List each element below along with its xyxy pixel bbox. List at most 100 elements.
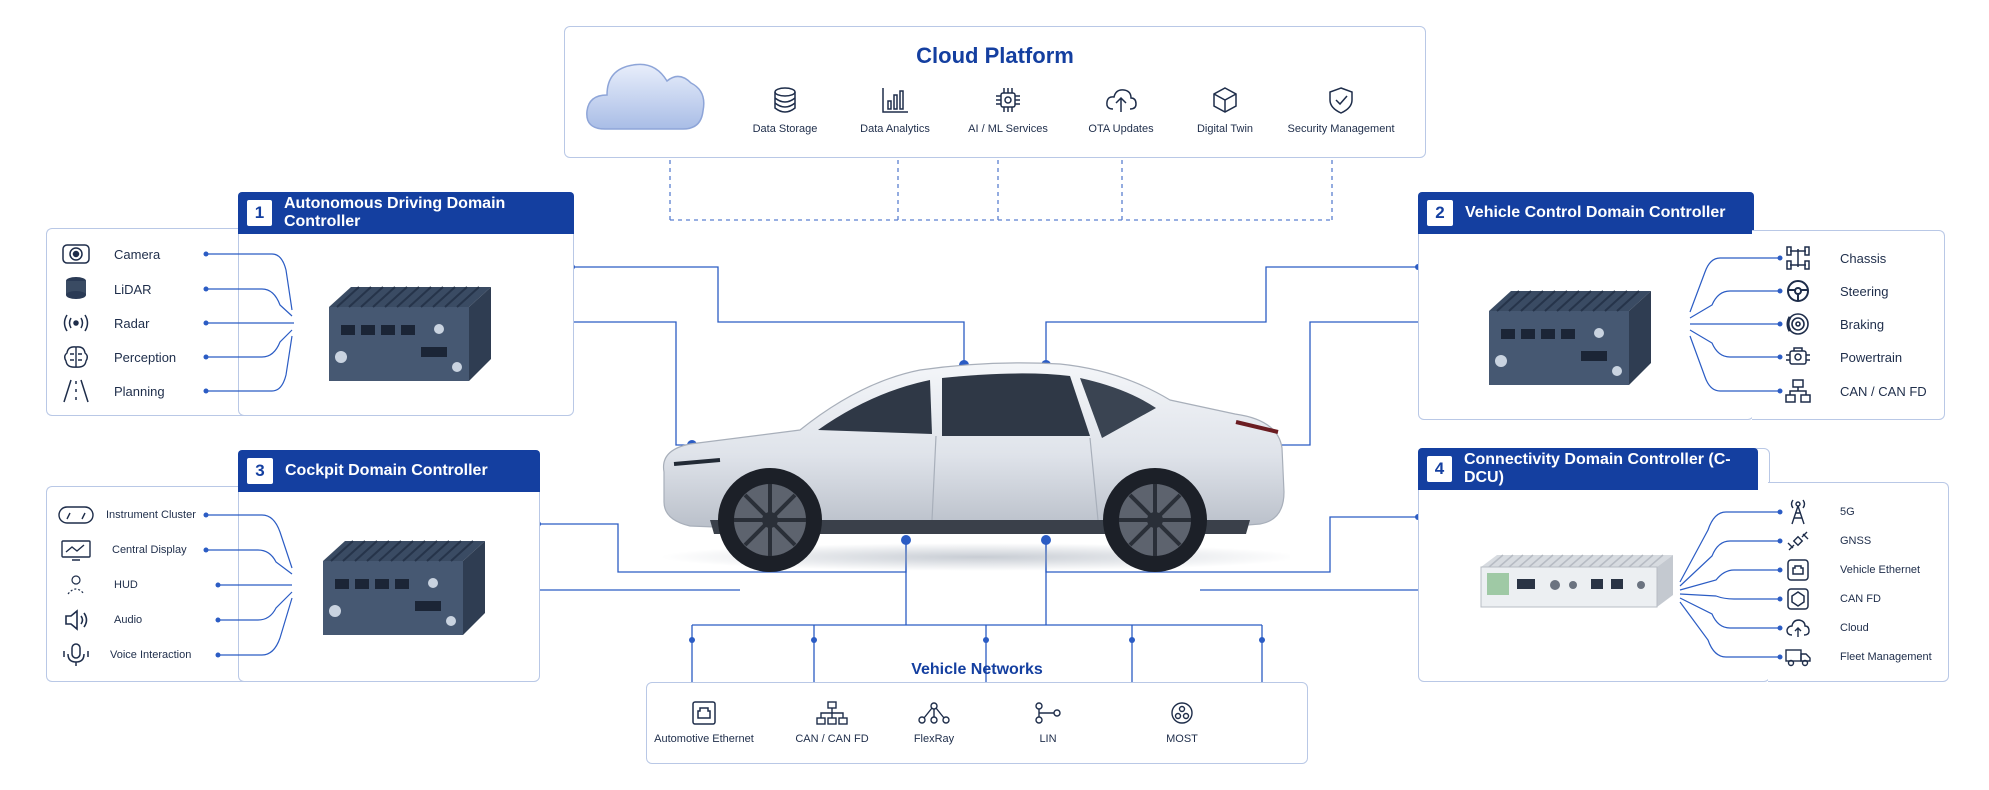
chassis-icon <box>1786 246 1810 270</box>
ethernet-icon <box>1787 559 1809 581</box>
gauge-icon <box>58 506 94 524</box>
microphone-icon <box>63 643 89 666</box>
controller-3-number: 3 <box>247 458 273 484</box>
controller-2-item-powertrain[interactable]: Powertrain <box>1780 343 1902 371</box>
service-ai-ml[interactable]: AI / ML Services <box>948 85 1068 135</box>
lidar-icon <box>66 277 86 299</box>
brake-disc-icon <box>1786 313 1809 335</box>
controller-4-title: Connectivity Domain Controller (C-DCU) <box>1463 451 1731 486</box>
connectivity-unit-image <box>1480 554 1673 608</box>
controller-1-item-lidar[interactable]: LiDAR <box>58 275 152 303</box>
service-data-analytics[interactable]: Data Analytics <box>835 85 955 135</box>
controller-1-item-camera[interactable]: Camera <box>58 240 160 268</box>
item-label: Central Display <box>112 544 187 556</box>
controller-4-item-5g[interactable]: 5G <box>1780 498 1855 526</box>
cloud-icon <box>586 63 705 130</box>
cloud-platform-panel: Cloud Platform Data Storage Data Analyti… <box>564 26 1426 158</box>
antenna-icon <box>1790 499 1806 525</box>
network-automotive-ethernet[interactable]: Automotive Ethernet <box>639 701 769 745</box>
lin-icon <box>1035 702 1061 724</box>
service-digital-twin[interactable]: Digital Twin <box>1165 85 1285 135</box>
vehicle-networks-panel: Vehicle Networks Automotive Ethernet CAN… <box>646 661 1308 764</box>
item-label: Instrument Cluster <box>106 509 196 521</box>
controller-1-item-radar[interactable]: Radar <box>58 309 149 337</box>
controller-4-item-vehicle-ethernet[interactable]: Vehicle Ethernet <box>1780 556 1920 584</box>
cloud-upload-icon <box>1106 89 1137 112</box>
controller-2-panel: 2 Vehicle Control Domain Controller <box>1418 192 1754 420</box>
item-label: GNSS <box>1840 535 1872 547</box>
network-lin[interactable]: LIN <box>983 701 1113 745</box>
cube-icon <box>1213 87 1237 113</box>
speaker-icon <box>65 609 88 631</box>
controller-3-panel: 3 Cockpit Domain Controller <box>238 450 540 682</box>
network-can[interactable]: CAN / CAN FD <box>767 701 897 745</box>
item-label: Planning <box>114 383 165 399</box>
service-security-management[interactable]: Security Management <box>1281 85 1401 135</box>
item-label: CAN / CAN FD <box>1840 383 1927 399</box>
controller-1-number: 1 <box>247 200 272 226</box>
controller-3-item-central-display[interactable]: Central Display <box>58 536 187 564</box>
item-label: Radar <box>114 315 150 331</box>
controller-3-item-voice-interaction[interactable]: Voice Interaction <box>58 641 191 669</box>
bus-topology-icon <box>816 701 848 725</box>
network-icon <box>1785 379 1811 403</box>
service-label: Security Management <box>1287 123 1395 135</box>
controller-4-item-cloud[interactable]: Cloud <box>1780 614 1869 642</box>
item-label: Powertrain <box>1840 349 1903 365</box>
network-flexray[interactable]: FlexRay <box>869 701 999 745</box>
controller-2-item-can[interactable]: CAN / CAN FD <box>1780 377 1927 405</box>
display-icon <box>61 540 91 561</box>
service-label: Data Analytics <box>860 123 930 135</box>
controller-4-item-can-fd[interactable]: CAN FD <box>1780 585 1881 613</box>
controller-1-panel: 1 Autonomous Driving Domain Controller <box>238 192 574 416</box>
hud-icon <box>67 575 85 595</box>
controller-3-item-hud[interactable]: HUD <box>58 571 138 599</box>
item-label: Steering <box>1840 283 1889 299</box>
controller-2-title-bar: 2 Vehicle Control Domain Controller <box>1418 192 1754 234</box>
network-label: Automotive Ethernet <box>654 733 754 745</box>
item-label: Camera <box>114 246 161 262</box>
controller-1-title-bar: 1 Autonomous Driving Domain Controller <box>238 192 574 234</box>
controller-2-item-chassis[interactable]: Chassis <box>1780 244 1886 272</box>
service-ota-updates[interactable]: OTA Updates <box>1061 85 1181 135</box>
controller-4-title-bar: 4 Connectivity Domain Controller (C-DCU) <box>1418 448 1758 490</box>
controller-4-item-fleet-management[interactable]: Fleet Management <box>1780 643 1932 671</box>
controller-4-panel: 4 Connectivity Domain Controller (C-DCU) <box>1418 448 1770 682</box>
item-label: Cloud <box>1840 622 1869 634</box>
engine-icon <box>1786 347 1810 365</box>
truck-icon <box>1785 649 1811 667</box>
item-label: Braking <box>1840 316 1885 332</box>
item-label: Perception <box>114 349 177 365</box>
service-label: AI / ML Services <box>968 123 1048 135</box>
satellite-icon <box>1787 531 1809 551</box>
service-label: Digital Twin <box>1196 123 1254 135</box>
database-icon <box>774 87 796 113</box>
ecu-box-image <box>1489 290 1651 385</box>
road-icon <box>63 379 89 403</box>
item-label: 5G <box>1840 506 1855 518</box>
item-label: Voice Interaction <box>110 649 192 661</box>
radar-icon <box>63 314 89 332</box>
item-label: LiDAR <box>114 281 152 297</box>
controller-4-item-gnss[interactable]: GNSS <box>1780 527 1871 555</box>
network-most[interactable]: MOST <box>1117 701 1247 745</box>
controller-2-item-braking[interactable]: Braking <box>1780 310 1884 338</box>
controller-1-item-perception[interactable]: Perception <box>58 343 176 371</box>
chip-icon <box>996 88 1020 112</box>
flexray-icon <box>918 702 950 724</box>
ethernet-port-icon <box>692 701 716 725</box>
controller-3-item-audio[interactable]: Audio <box>58 606 142 634</box>
service-data-storage[interactable]: Data Storage <box>725 85 845 135</box>
network-label: CAN / CAN FD <box>795 733 869 745</box>
steering-wheel-icon <box>1787 280 1809 302</box>
controller-3-title: Cockpit Domain Controller <box>285 462 488 479</box>
item-label: Chassis <box>1840 250 1887 266</box>
controller-1-item-planning[interactable]: Planning <box>58 377 165 405</box>
controller-2-item-steering[interactable]: Steering <box>1780 277 1888 305</box>
network-label: FlexRay <box>913 733 955 745</box>
controller-2-title: Vehicle Control Domain Controller <box>1465 204 1726 221</box>
controller-3-item-instrument-cluster[interactable]: Instrument Cluster <box>58 501 196 529</box>
